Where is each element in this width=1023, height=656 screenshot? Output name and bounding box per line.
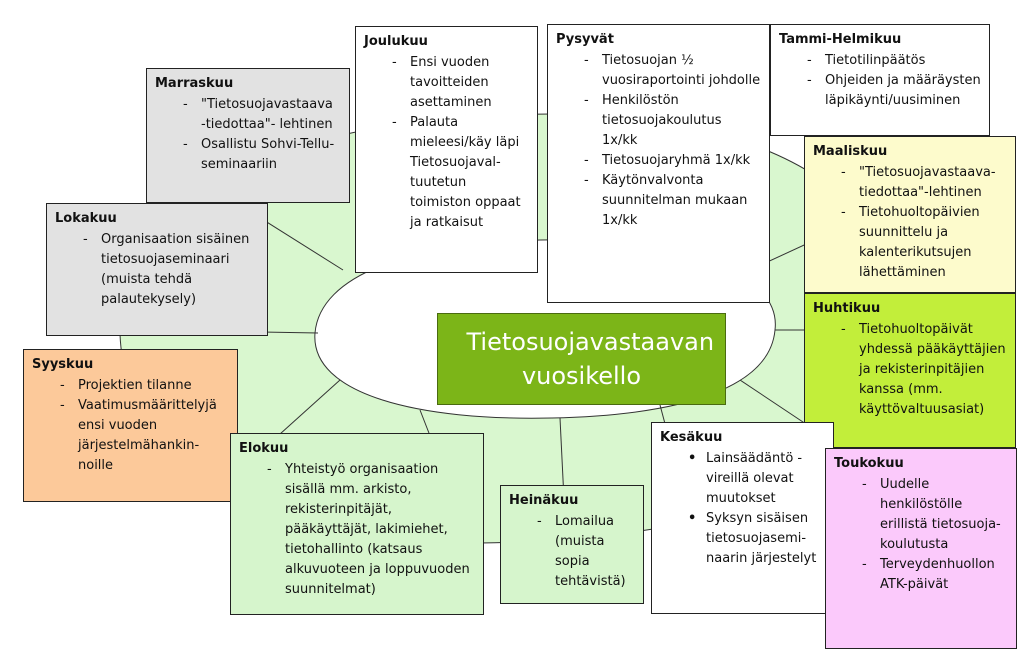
task-item: Tietotilinpäätös [779,51,981,71]
month-box-toukokuu: Toukokuu Uudelle henkilöstölle erillistä… [825,448,1017,649]
month-box-elokuu: Elokuu Yhteistyö organisaation sisällä m… [230,433,484,615]
month-box-heinakuu: Heinäkuu Lomailua (muista sopia tehtävis… [500,485,644,604]
diagram-title-text: Tietosuojavastaavan vuosikello [466,328,715,390]
month-name: Kesäkuu [660,430,723,445]
month-name: Toukokuu [834,456,904,471]
month-name: Marraskuu [155,76,234,91]
month-name: Maaliskuu [813,144,888,159]
month-name: Elokuu [239,441,289,456]
task-item: Syksyn sisäisen tietosuojasemi-naarin jä… [660,509,825,569]
month-box-pysyvat: Pysyvät Tietosuojan ½ vuosiraportointi j… [547,24,770,303]
task-item: "Tietosuojavastaava -tiedottaa"- lehtine… [155,95,341,135]
task-item: Tietosuojan ½ vuosiraportointi johdolle [556,51,761,91]
month-box-kesakuu: Kesäkuu Lainsäädäntö -vireillä olevat mu… [651,422,834,614]
task-item: Terveydenhuollon ATK-päivät [834,555,1008,595]
month-name: Joulukuu [364,34,428,49]
task-item: Lomailua (muista sopia tehtävistä) [509,512,635,592]
task-item: Osallistu Sohvi-Tellu-seminaariin [155,135,341,175]
month-box-syyskuu: Syyskuu Projektien tilanne Vaatimusmääri… [23,349,238,502]
month-name: Pysyvät [556,32,614,47]
diagram-title: Tietosuojavastaavan vuosikello [437,313,726,405]
month-name: Lokakuu [55,211,117,226]
task-item: Tietohuoltopäivien suunnittelu ja kalent… [813,203,1007,283]
month-box-joulukuu: Joulukuu Ensi vuoden tavoitteiden asetta… [355,26,538,273]
task-item: Projektien tilanne [32,376,229,396]
task-item: Uudelle henkilöstölle erillistä tietosuo… [834,475,1008,555]
task-item: "Tietosuojavastaava-tiedottaa"-lehtinen [813,163,1007,203]
month-box-lokakuu: Lokakuu Organisaation sisäinen tietosuoj… [46,203,268,336]
task-item: Tietohuoltopäivät yhdessä pääkäyttäjien … [813,320,1007,420]
task-item: Henkilöstön tietosuojakoulutus 1x/kk [556,91,761,151]
month-box-maaliskuu: Maaliskuu "Tietosuojavastaava-tiedottaa"… [804,136,1016,293]
month-name: Tammi-Helmikuu [779,32,902,47]
month-box-huhtikuu: Huhtikuu Tietohuoltopäivät yhdessä pääkä… [804,293,1016,448]
task-item: Käytönvalvonta suunnitelman mukaan 1x/kk [556,171,761,231]
month-box-tammi-helmikuu: Tammi-Helmikuu Tietotilinpäätös Ohjeiden… [770,24,990,136]
task-item: Lainsäädäntö -vireillä olevat muutokset [660,449,825,509]
month-name: Syyskuu [32,357,94,372]
task-item: Ensi vuoden tavoitteiden asettaminen [364,53,529,113]
task-item: Vaatimusmäärittelyjä ensi vuoden järjest… [32,396,229,476]
task-item: Yhteistyö organisaation sisällä mm. arki… [239,460,475,600]
task-item: Palauta mieleesi/käy läpi Tietosuojaval-… [364,113,529,233]
month-name: Heinäkuu [509,493,579,508]
task-item: Ohjeiden ja määräysten läpikäynti/uusimi… [779,71,981,111]
month-box-marraskuu: Marraskuu "Tietosuojavastaava -tiedottaa… [146,68,350,203]
task-item: Tietosuojaryhmä 1x/kk [556,151,761,171]
task-item: Organisaation sisäinen tietosuojaseminaa… [55,230,259,310]
month-name: Huhtikuu [813,301,881,316]
